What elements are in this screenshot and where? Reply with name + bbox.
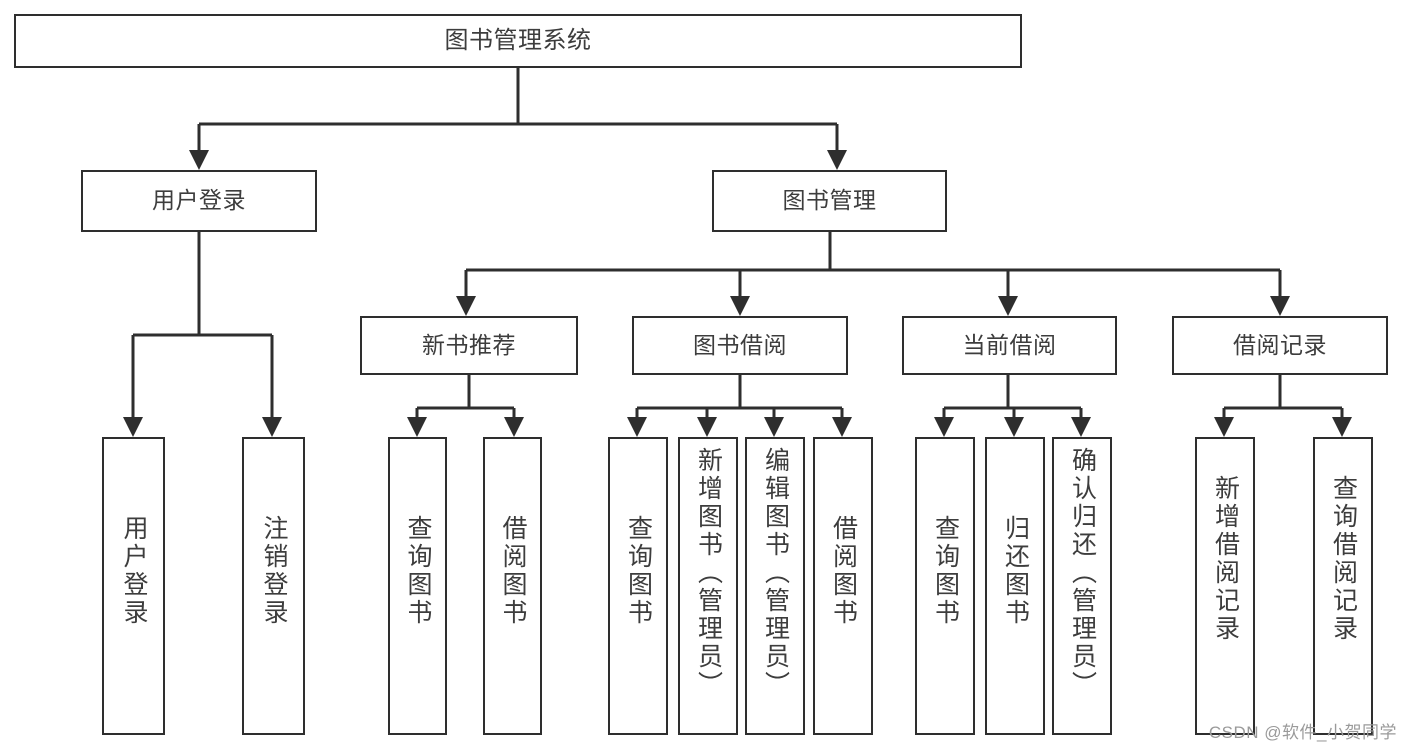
- leaf-return-books[interactable]: 归还图书: [985, 437, 1045, 735]
- leaf-query-books-borrow[interactable]: 查询图书: [608, 437, 668, 735]
- leaf-label: 借阅图书: [829, 515, 858, 627]
- leaf-add-borrow-record[interactable]: 新增借阅记录: [1195, 437, 1255, 735]
- leaf-label: 编辑图书（管理员）: [761, 447, 790, 699]
- node-label: 图书管理: [782, 187, 877, 214]
- arrowhead-record: [1270, 296, 1290, 316]
- arrowhead-borrow: [730, 296, 750, 316]
- node-label: 借阅记录: [1233, 331, 1327, 358]
- leaf-query-books-new[interactable]: 查询图书: [388, 437, 447, 735]
- leaf-label: 查询图书: [404, 515, 432, 627]
- node-borrowing-record[interactable]: 借阅记录: [1172, 316, 1388, 375]
- arrowhead-leaf-7: [764, 417, 784, 437]
- leaf-logout[interactable]: 注销登录: [242, 437, 305, 735]
- node-label: 当前借阅: [962, 331, 1057, 358]
- arrowhead-leaf-12: [1214, 417, 1234, 437]
- arrowhead-leaf-2: [262, 417, 282, 437]
- arrowhead-leaf-6: [697, 417, 717, 437]
- leaf-query-borrow-record[interactable]: 查询借阅记录: [1313, 437, 1373, 735]
- arrowhead-leaf-10: [1004, 417, 1024, 437]
- arrowhead-leaf-5: [627, 417, 647, 437]
- leaf-borrow-books-new[interactable]: 借阅图书: [483, 437, 542, 735]
- arrowhead-leaf-11: [1071, 417, 1091, 437]
- node-label: 用户登录: [152, 187, 246, 214]
- node-current-borrowing[interactable]: 当前借阅: [902, 316, 1117, 375]
- leaf-label: 注销登录: [260, 515, 288, 627]
- leaf-label: 归还图书: [1001, 515, 1030, 627]
- arrowhead-current: [998, 296, 1018, 316]
- arrowhead-leaf-3: [407, 417, 427, 437]
- leaf-edit-book-admin[interactable]: 编辑图书（管理员）: [745, 437, 805, 735]
- csdn-watermark: CSDN @软件_小贺同学: [1208, 723, 1397, 742]
- leaf-label: 借阅图书: [499, 515, 527, 627]
- node-new-book-recommendation[interactable]: 新书推荐: [360, 316, 578, 375]
- leaf-query-books-current[interactable]: 查询图书: [915, 437, 975, 735]
- leaf-label: 查询借阅记录: [1329, 475, 1358, 643]
- leaf-user-login[interactable]: 用户登录: [102, 437, 165, 735]
- leaf-label: 确认归还（管理员）: [1068, 447, 1097, 699]
- node-label: 图书借阅: [693, 331, 787, 358]
- arrowhead-new: [456, 296, 476, 316]
- leaf-add-book-admin[interactable]: 新增图书（管理员）: [678, 437, 738, 735]
- arrowhead-bookmgmt: [827, 150, 847, 170]
- node-book-management[interactable]: 图书管理: [712, 170, 947, 232]
- leaf-label: 查询图书: [931, 515, 960, 627]
- leaf-label: 新增图书（管理员）: [694, 447, 723, 699]
- arrowhead-leaf-1: [123, 417, 143, 437]
- arrowhead-leaf-9: [934, 417, 954, 437]
- node-user-login[interactable]: 用户登录: [81, 170, 317, 232]
- node-root-book-management-system[interactable]: 图书管理系统: [14, 14, 1022, 68]
- node-book-borrowing[interactable]: 图书借阅: [632, 316, 848, 375]
- leaf-confirm-return-admin[interactable]: 确认归还（管理员）: [1052, 437, 1112, 735]
- arrowhead-leaf-4: [504, 417, 524, 437]
- leaf-label: 用户登录: [120, 515, 148, 627]
- arrowhead-leaf-13: [1332, 417, 1352, 437]
- leaf-borrow-books-borrow[interactable]: 借阅图书: [813, 437, 873, 735]
- node-label: 图书管理系统: [444, 26, 592, 54]
- leaf-label: 新增借阅记录: [1211, 475, 1240, 643]
- node-label: 新书推荐: [422, 331, 516, 358]
- leaf-label: 查询图书: [624, 515, 653, 627]
- arrowhead-leaf-8: [832, 417, 852, 437]
- arrowhead-user: [189, 150, 209, 170]
